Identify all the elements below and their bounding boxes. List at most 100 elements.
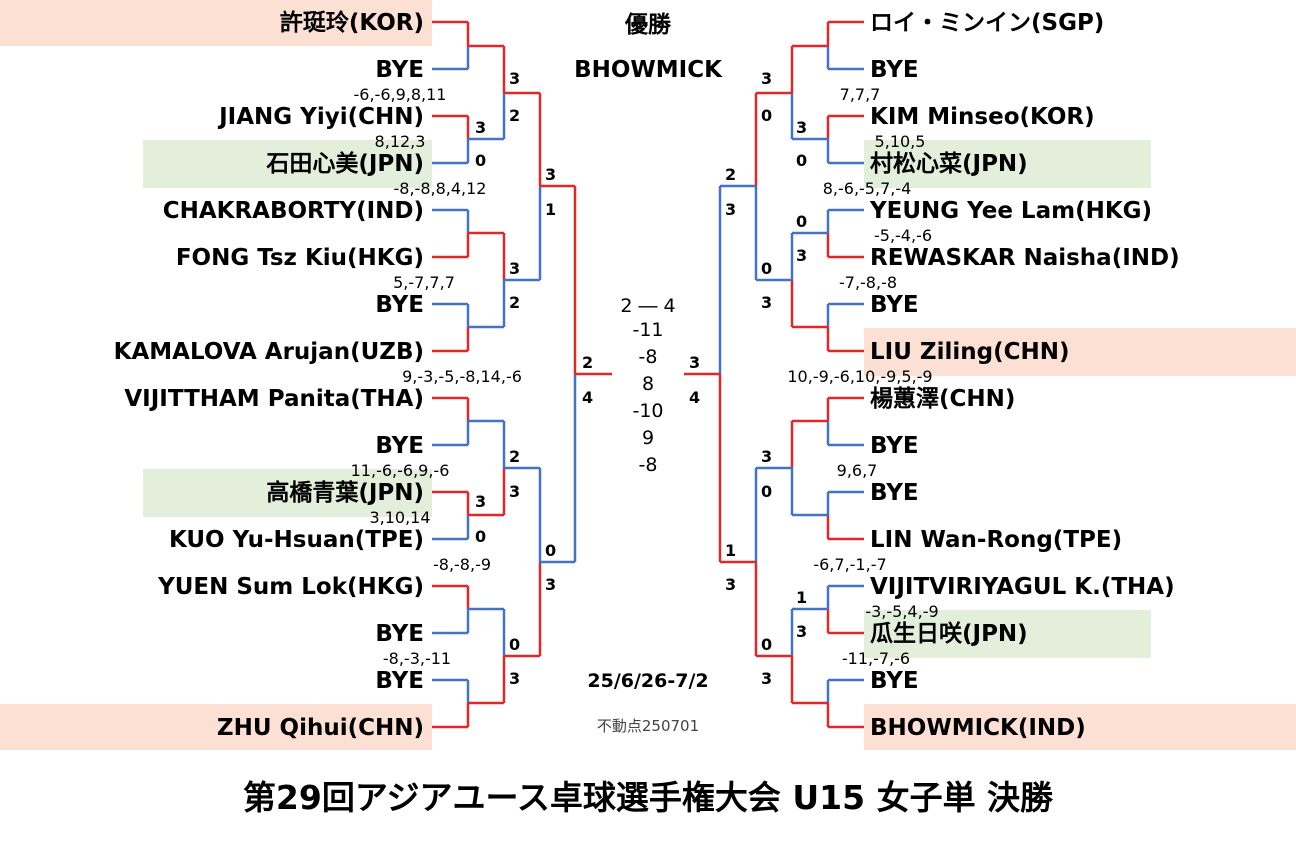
final-game-score: -11	[632, 319, 664, 341]
game-scores: -8,-8,-9	[432, 555, 492, 574]
champion-label: 優勝	[625, 12, 671, 38]
game-scores: 5,-7,7,7	[393, 273, 455, 292]
game-scores: 5,10,5	[874, 132, 926, 151]
games-won: 3	[545, 165, 557, 184]
game-scores: -8,-8,8,4,12	[393, 179, 487, 198]
jpn-highlight	[864, 140, 1151, 188]
page-title: 第29回アジアユース卓球選手権大会 U15 女子単 決勝	[242, 778, 1054, 817]
credit-text: 不動点250701	[596, 717, 700, 735]
games-won: 1	[725, 541, 737, 560]
games-won: 3	[796, 246, 808, 265]
games-won: 3	[761, 293, 773, 312]
game-scores: 10,-9,-6,10,-9,5,-9	[787, 367, 933, 386]
player-name-left: YUEN Sum Lok(HKG)	[158, 574, 424, 600]
final-game-score: -8	[638, 346, 658, 368]
game-scores: -6,-6,9,8,11	[353, 85, 447, 104]
game-scores: 8,12,3	[374, 132, 426, 151]
final-result: 2 ― 4	[620, 295, 676, 317]
games-won: 0	[761, 106, 773, 125]
games-won: 4	[689, 388, 701, 407]
games-won: 3	[725, 575, 737, 594]
games-won: 3	[509, 482, 521, 501]
games-won: 0	[509, 635, 521, 654]
player-name-left: BYE	[375, 292, 424, 318]
player-name-right: 村松心菜(JPN)	[870, 151, 1028, 177]
player-name-left: 高橋青葉(JPN)	[266, 480, 424, 506]
player-name-right: BYE	[870, 668, 919, 694]
games-won: 0	[796, 151, 808, 170]
games-won: 0	[475, 151, 487, 170]
player-name-left: 許珽玲(KOR)	[279, 10, 424, 36]
games-won: 3	[509, 69, 521, 88]
player-name-right: BYE	[870, 433, 919, 459]
games-won: 2	[582, 353, 594, 372]
game-scores: 11,-6,-6,9,-6	[350, 461, 450, 480]
games-won: 3	[796, 118, 808, 137]
games-won: 3	[689, 353, 701, 372]
final-game-score: -10	[632, 400, 664, 422]
game-scores: -7,-8,-8	[838, 273, 898, 292]
player-name-right: BYE	[870, 292, 919, 318]
games-won: 3	[475, 492, 487, 511]
games-won: 2	[509, 106, 521, 125]
games-won: 3	[761, 447, 773, 466]
player-name-right: BYE	[870, 57, 919, 83]
games-won: 3	[796, 622, 808, 641]
player-name-right: BHOWMICK(IND)	[870, 715, 1086, 741]
games-won: 3	[761, 669, 773, 688]
player-name-left: VIJITTHAM Panita(THA)	[124, 386, 424, 412]
game-scores: -3,-5,4,-9	[865, 602, 939, 621]
player-name-left: KUO Yu-Hsuan(TPE)	[168, 527, 424, 553]
game-scores: 3,10,14	[369, 508, 431, 527]
game-scores: -6,7,-1,-7	[813, 555, 887, 574]
game-scores: 8,-6,-5,7,-4	[822, 179, 912, 198]
player-name-left: ZHU Qihui(CHN)	[216, 715, 424, 741]
player-name-right: YEUNG Yee Lam(HKG)	[870, 198, 1153, 224]
seed-highlight	[0, 0, 432, 46]
player-name-right: ロイ・ミンイン(SGP)	[870, 10, 1105, 36]
games-won: 0	[761, 482, 773, 501]
games-won: 3	[545, 575, 557, 594]
player-name-left: 石田心美(JPN)	[266, 151, 424, 177]
player-name-left: BYE	[375, 621, 424, 647]
game-scores: -5,-4,-6	[873, 226, 933, 245]
player-name-right: BYE	[870, 480, 919, 506]
games-won: 3	[761, 69, 773, 88]
game-scores: -11,-7,-6	[841, 649, 911, 668]
games-won: 3	[725, 200, 737, 219]
seed-highlight	[864, 704, 1296, 750]
player-name-left: JIANG Yiyi(CHN)	[219, 104, 424, 130]
seed-highlight	[0, 704, 432, 750]
games-won: 2	[509, 293, 521, 312]
player-name-left: FONG Tsz Kiu(HKG)	[175, 245, 424, 271]
game-scores: -8,-3,-11	[382, 649, 452, 668]
games-won: 1	[796, 588, 808, 607]
player-name-right: LIU Ziling(CHN)	[870, 339, 1070, 365]
player-name-right: 瓜生日咲(JPN)	[870, 621, 1028, 647]
games-won: 4	[582, 388, 594, 407]
player-name-right: REWASKAR Naisha(IND)	[870, 245, 1180, 271]
game-scores: 9,6,7	[836, 461, 878, 480]
game-scores: 9,-3,-5,-8,14,-6	[402, 367, 522, 386]
games-won: 2	[725, 165, 737, 184]
champion-name: BHOWMICK	[574, 57, 722, 83]
player-name-left: BYE	[375, 57, 424, 83]
player-name-left: BYE	[375, 668, 424, 694]
final-game-score: 8	[641, 373, 655, 395]
player-name-right: KIM Minseo(KOR)	[870, 104, 1095, 130]
final-game-score: -8	[638, 454, 658, 476]
games-won: 3	[509, 669, 521, 688]
player-name-left: CHAKRABORTY(IND)	[162, 198, 424, 224]
player-name-right: 楊蕙澤(CHN)	[870, 386, 1016, 412]
game-scores: 7,7,7	[839, 85, 881, 104]
games-won: 0	[796, 212, 808, 231]
tournament-date: 25/6/26-7/2	[587, 670, 709, 692]
player-name-left: KAMALOVA Arujan(UZB)	[113, 339, 424, 365]
games-won: 1	[545, 200, 557, 219]
player-name-right: LIN Wan-Rong(TPE)	[870, 527, 1123, 553]
final-game-score: 9	[641, 427, 655, 449]
games-won: 3	[509, 259, 521, 278]
jpn-highlight	[864, 610, 1151, 658]
